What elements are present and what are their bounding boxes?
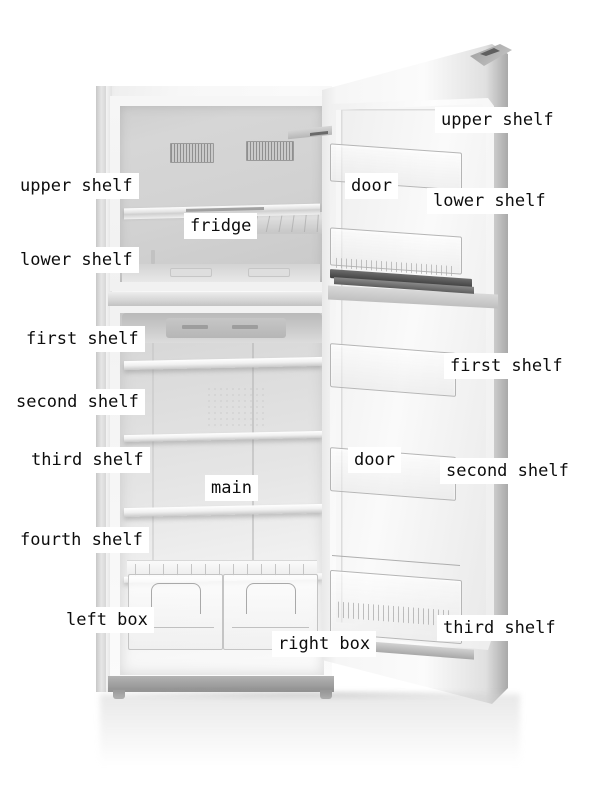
annotation-label-fridge-door: door xyxy=(348,447,401,473)
annotation-label-crisper-left-box: left box xyxy=(60,607,154,633)
annotation-label-freezer-upper-shelf: upper shelf xyxy=(14,173,139,199)
annotation-label-fridge-first-shelf: first shelf xyxy=(20,326,145,352)
right-box-rib xyxy=(232,627,309,628)
annotation-label-door-first-shelf: first shelf xyxy=(444,353,569,379)
annotation-label-fridge-third-shelf: third shelf xyxy=(25,447,150,473)
freezer-divider-post xyxy=(151,250,155,264)
door-top-hinge xyxy=(480,48,500,56)
fridge-perforated-back-panel xyxy=(206,386,268,430)
fridge-back-seam-left xyxy=(152,343,154,573)
floor-reflection xyxy=(100,694,520,786)
annotation-label-fridge-second-shelf: second shelf xyxy=(10,389,145,415)
annotation-label-freezer-door-upper-shelf: upper shelf xyxy=(435,107,560,133)
annotation-label-fridge-fourth-shelf: fourth shelf xyxy=(14,527,149,553)
annotation-label-freezer-door-lower-shelf: lower shelf xyxy=(427,188,552,214)
left-box-rib xyxy=(137,627,214,628)
compartment-divider xyxy=(108,292,332,306)
annotation-label-door-second-shelf: second shelf xyxy=(440,458,575,484)
annotation-label-fridge-compartment: main xyxy=(205,475,258,501)
annotation-label-freezer-door: door xyxy=(345,173,398,199)
annotation-label-freezer-lower-shelf: lower shelf xyxy=(14,247,139,273)
annotation-label-crisper-right-box: right box xyxy=(272,631,377,657)
floor-shadow xyxy=(110,690,490,700)
fridge-back-seam-right xyxy=(252,343,254,573)
freezer-vent-left xyxy=(170,143,214,163)
freezer-vent-right xyxy=(246,141,294,161)
left-box-handle xyxy=(151,583,201,614)
freezer-floor-tab-left xyxy=(170,268,212,277)
crisper-cover xyxy=(127,560,317,577)
right-box-handle xyxy=(246,583,296,614)
cabinet-foot-right xyxy=(320,690,332,699)
freezer-floor-tab-right xyxy=(248,268,290,277)
annotation-label-freezer-compartment: fridge xyxy=(184,213,258,239)
annotation-label-door-third-shelf: third shelf xyxy=(437,615,562,641)
fridge-light-panel xyxy=(166,318,286,338)
cabinet-plinth xyxy=(108,676,334,692)
freezer-lower-shelf xyxy=(122,264,320,282)
cabinet-foot-left xyxy=(113,690,125,699)
